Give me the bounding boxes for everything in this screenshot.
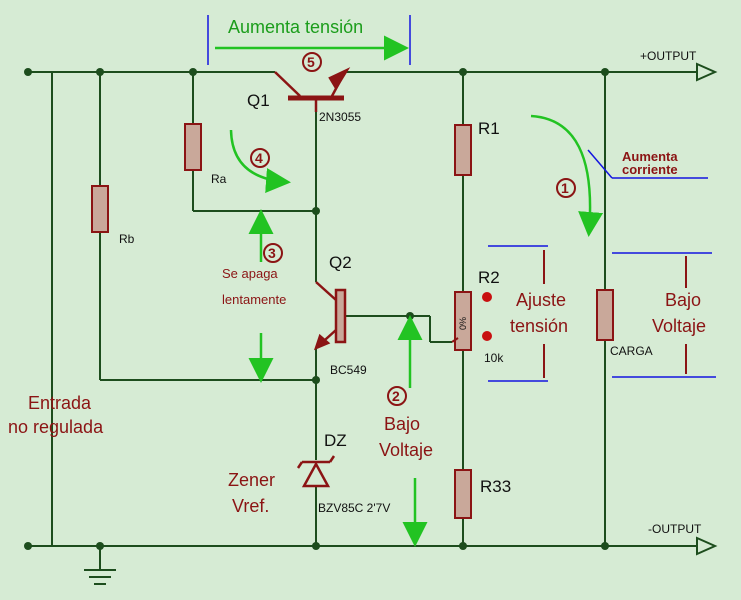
svg-text:1: 1: [561, 180, 569, 196]
green-arrows: [215, 35, 604, 547]
svg-text:3: 3: [268, 245, 276, 261]
resistor-rb: [91, 185, 109, 233]
label-entrada-1: Entrada: [28, 393, 92, 413]
resistor-r33: [454, 469, 472, 519]
step-4: 4: [250, 148, 270, 168]
step-5: 5: [302, 52, 322, 72]
label-rb: Rb: [119, 232, 135, 246]
label-r33: R33: [480, 477, 511, 496]
label-bajo-voltaje-mid-1: Bajo: [384, 414, 420, 434]
label-output-pos: +OUTPUT: [640, 49, 697, 63]
label-se-apaga-1: Se apaga: [222, 266, 278, 281]
label-bajo-voltaje-mid-2: Voltaje: [379, 440, 433, 460]
label-entrada-2: no regulada: [8, 417, 104, 437]
step-1: 1: [556, 178, 576, 198]
step-2: 2: [387, 386, 407, 406]
label-aumenta-tension: Aumenta tensión: [228, 17, 363, 37]
potentiometer-r2: [451, 291, 492, 351]
blue-markers: [207, 15, 716, 382]
label-bajo-voltaje-right-2: Voltaje: [652, 316, 706, 336]
label-dz-part: BZV85C 2'7V: [318, 501, 390, 515]
label-q1: Q1: [247, 91, 270, 110]
ground-symbol: [84, 569, 116, 585]
step-3: 3: [263, 243, 283, 263]
label-r2-value: 10k: [484, 351, 504, 365]
label-zener-1: Zener: [228, 470, 275, 490]
red-brackets: [543, 250, 687, 378]
label-r2-pct: 0%: [458, 317, 468, 330]
label-q2: Q2: [329, 253, 352, 272]
label-q2-part: BC549: [330, 363, 367, 377]
resistor-r1: [454, 124, 472, 176]
output-terminal-neg: [696, 536, 718, 556]
label-carga: CARGA: [610, 344, 653, 358]
label-aumenta-corriente-1: Aumenta: [622, 149, 678, 164]
label-q1-part: 2N3055: [319, 110, 361, 124]
label-se-apaga-2: lentamente: [222, 292, 286, 307]
label-ajuste-2: tensión: [510, 316, 568, 336]
resistor-ra: [184, 123, 202, 171]
label-zener-2: Vref.: [232, 496, 269, 516]
output-terminal-pos: [696, 62, 718, 82]
svg-text:4: 4: [255, 150, 263, 166]
label-r1: R1: [478, 119, 500, 138]
svg-text:2: 2: [392, 388, 400, 404]
label-ra: Ra: [211, 172, 227, 186]
zener-dz: [296, 455, 336, 488]
svg-text:5: 5: [307, 54, 315, 70]
label-dz: DZ: [324, 431, 347, 450]
label-output-neg: -OUTPUT: [648, 522, 702, 536]
label-ajuste-1: Ajuste: [516, 290, 566, 310]
transistor-q2: [313, 281, 347, 351]
load-carga: [596, 289, 614, 341]
transistor-q1: [274, 67, 351, 112]
label-bajo-voltaje-right-1: Bajo: [665, 290, 701, 310]
label-r2: R2: [478, 268, 500, 287]
label-aumenta-corriente-2: corriente: [622, 162, 678, 177]
